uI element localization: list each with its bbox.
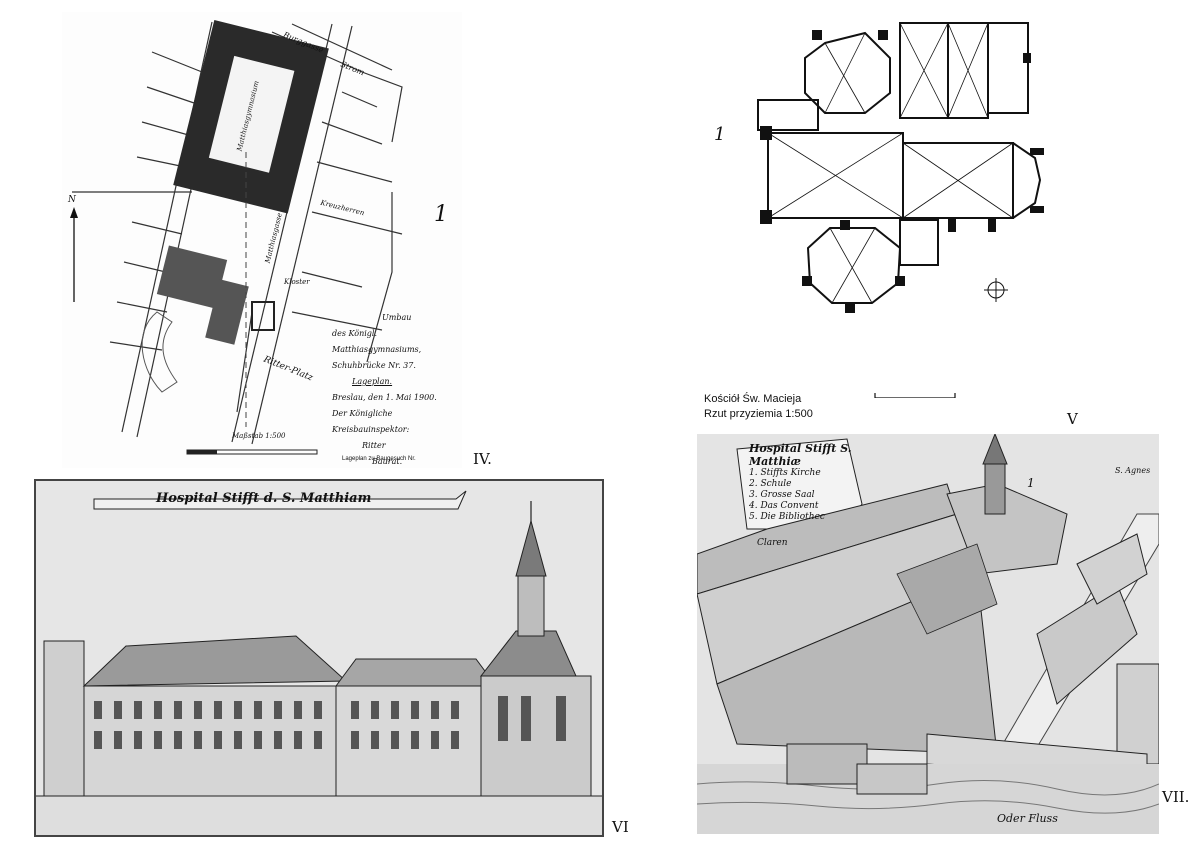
floor-plan-panel: 1 Kościół Św. Macieja Rzut przyziemia 1:… xyxy=(700,8,1060,430)
date-line: Breslau, den 1. Mai 1900. xyxy=(332,393,437,402)
title-block: Umbau des Königl. Matthiasgymnasiums, Sc… xyxy=(332,310,462,468)
title-line: Schuhbrücke Nr. 37. xyxy=(332,361,416,370)
legend-item: 2. Schule xyxy=(749,479,792,489)
title-line: Lageplan. xyxy=(352,377,393,386)
signature: Ritter xyxy=(362,441,386,450)
panel-number-vi: VI xyxy=(612,818,629,836)
legend-item: 1. Stiffts Kirche xyxy=(749,468,821,478)
facade-banner-title: Hospital Stifft d. S. Matthiam xyxy=(156,491,372,506)
site-plan-panel: N Burggasse Strom Matthiasgymnasium Kreu… xyxy=(62,12,462,468)
aerial-mark-1: 1 xyxy=(1027,476,1035,490)
plan-mark-1: 1 xyxy=(434,202,448,227)
legend-title: Hospital Stifft S. Matthiæ xyxy=(749,442,852,468)
label-kloster: Kloster xyxy=(284,278,310,286)
caption-title: Kościół Św. Macieja xyxy=(704,393,802,405)
panel-number-iv: IV. xyxy=(473,450,492,468)
plan-mark-1: 1 xyxy=(714,124,726,145)
north-label: N xyxy=(68,195,76,205)
river-label: Oder Fluss xyxy=(997,812,1058,825)
footer-note: Lageplan zu Baugesuch Nr. xyxy=(342,456,416,462)
label-claren: Claren xyxy=(757,538,788,548)
aerial-engraving-panel: Hospital Stifft S. Matthiæ 1. Stiffts Ki… xyxy=(697,434,1159,834)
panel-number-vii: VII. xyxy=(1162,788,1190,806)
caption-scale: Rzut przyziemia 1:500 xyxy=(704,408,813,420)
title-line: Umbau xyxy=(382,313,412,322)
aerial-engraving xyxy=(697,434,1159,834)
label-s-agnes: S. Agnes xyxy=(1115,466,1151,475)
floor-plan-caption: Kościół Św. Macieja Rzut przyziemia 1:50… xyxy=(704,392,813,422)
legend-scroll: Hospital Stifft S. Matthiæ 1. Stiffts Ki… xyxy=(749,442,859,523)
legend-item: 4. Das Convent xyxy=(749,501,819,511)
legend-item: 3. Grosse Saal xyxy=(749,490,815,500)
legend-item: 5. Die Bibliothec xyxy=(749,512,825,522)
title-line: des Königl. Matthiasgymnasiums, xyxy=(332,329,422,354)
panel-number-v: V xyxy=(1067,410,1078,428)
facade-engraving xyxy=(36,490,602,835)
church-floor-plan xyxy=(757,22,1044,398)
site-plan-drawing xyxy=(70,20,403,455)
facade-engraving-panel: Hospital Stifft d. S. Matthiam xyxy=(34,479,604,837)
office-line: Der Königliche Kreisbauinspektor: xyxy=(332,409,410,434)
scale-label: Maßstab 1:500 xyxy=(232,432,286,440)
rank-line: Baurat. xyxy=(372,457,403,466)
